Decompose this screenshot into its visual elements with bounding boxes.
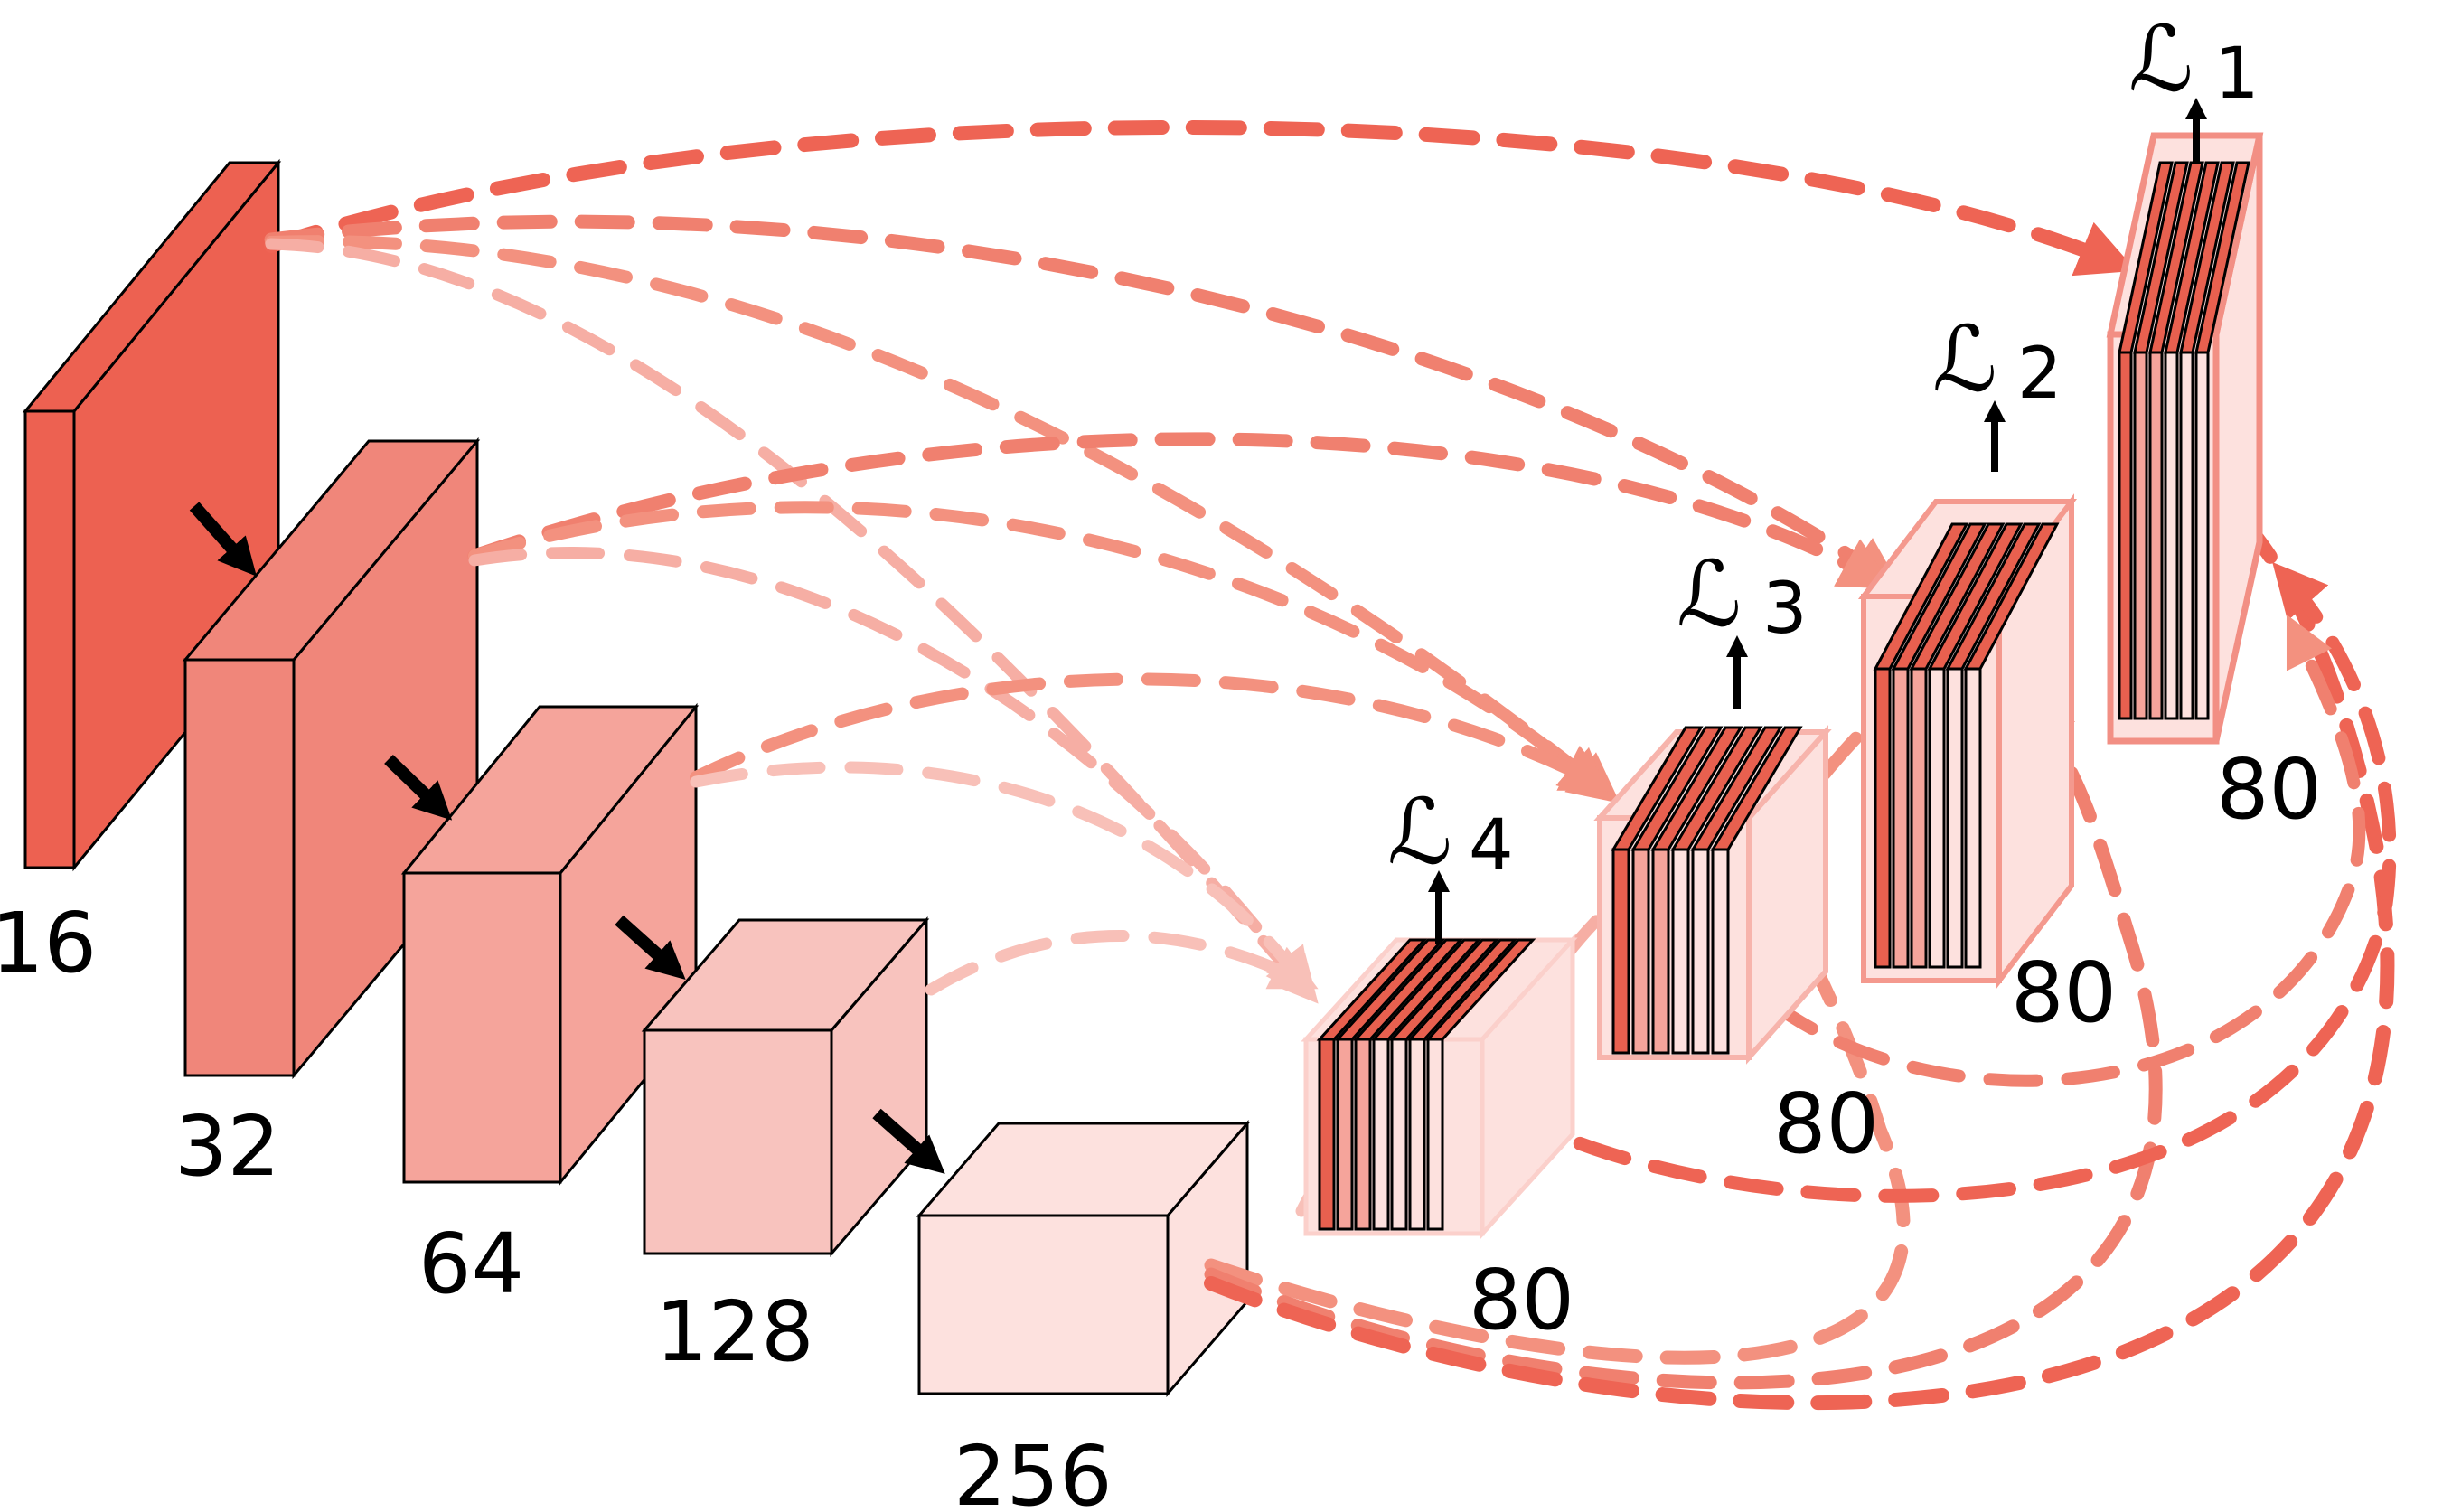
decoder-block-d3-slices-slice — [1691, 848, 1710, 1055]
decoder-d3-label: 80 — [1773, 1075, 1879, 1172]
skip-32-to-d3 — [468, 501, 1611, 800]
encoder-block-32-top — [182, 439, 481, 662]
loss-l3-symbol: ℒ — [1677, 541, 1742, 647]
decoder-block-d3-slices-slice — [1711, 848, 1730, 1055]
encoder-block-256-top — [916, 1122, 1251, 1217]
encoder-block-64 — [400, 702, 700, 1187]
decoder-block-d3 — [1593, 725, 1832, 1065]
arrow-down-right-icon — [872, 1108, 945, 1174]
decoder-block-d4-slices — [1316, 938, 1536, 1231]
skip-16-to-d2 — [264, 214, 1902, 591]
encoder-16-label: 16 — [0, 895, 97, 991]
decoder-d4-label: 80 — [1469, 1252, 1574, 1348]
arrow-down-right-icon — [384, 754, 453, 821]
skip-32-to-d2 — [467, 432, 1895, 589]
downsample-arrows — [189, 502, 945, 1174]
loss-l4-symbol: ℒ — [1387, 779, 1452, 885]
encoder-64-label: 64 — [418, 1216, 524, 1312]
decoder-block-d3-slices-slice — [1671, 848, 1690, 1055]
decoder-block-d2-slices-slice — [1946, 667, 1964, 969]
decoder-block-d4-slices-slice — [1318, 1038, 1336, 1231]
encoder-block-256-face — [917, 1214, 1170, 1395]
loss-l1: ℒ 1 — [2128, 6, 2259, 115]
encoder-block-256 — [916, 1119, 1251, 1398]
decoder-block-d4-slices-slice — [1354, 1038, 1372, 1231]
decoder-block-d3-slices-slice — [1651, 848, 1670, 1055]
decoder-block-d1-slices — [2118, 161, 2250, 720]
encoder-256-label: 256 — [954, 1428, 1113, 1512]
up-d3-to-d1 — [1711, 614, 2366, 1087]
decoder-block-d2-slices-slice — [1874, 667, 1892, 969]
skip-64-to-d3 — [690, 672, 1613, 792]
encoder-128-label: 128 — [655, 1283, 814, 1380]
decoder-d2-label: 80 — [2011, 944, 2117, 1041]
decoder-block-d2-slices-slice — [1892, 667, 1910, 969]
encoder-block-16-top — [22, 161, 282, 413]
loss-l4-index: 4 — [1469, 805, 1514, 887]
decoder-block-d1-slices-slice — [2118, 351, 2133, 720]
encoder-channel-labels: 16 32 64 128 256 — [0, 895, 1113, 1512]
skip-128-to-d4 — [925, 930, 1319, 996]
skip-256-to-d2 — [1204, 697, 2163, 1390]
encoder-block-16 — [22, 158, 282, 872]
encoder-block-128 — [641, 916, 930, 1258]
encoder-block-128-face — [643, 1028, 833, 1255]
decoder-block-d4-slices-slice — [1408, 1038, 1426, 1231]
decoder-block-d1 — [2106, 132, 2264, 745]
loss-l2-symbol: ℒ — [1932, 306, 1997, 412]
decoder-block-d4-slices-slice — [1390, 1038, 1408, 1231]
decoder-block-d3-slices-slice — [1611, 848, 1630, 1055]
encoder-block-64-top — [400, 705, 700, 875]
decoder-block-d1-slices-slice — [2148, 351, 2164, 720]
encoder-block-32-face — [183, 658, 296, 1077]
skip-16-to-d4 — [265, 238, 1319, 1004]
decoder-block-d2-slices — [1873, 522, 2060, 969]
loss-labels: ℒ 4 ℒ 3 ℒ 2 ℒ 1 — [1387, 6, 2259, 887]
decoder-channel-labels: 80 80 80 80 — [1469, 741, 2322, 1348]
loss-l3-index: 3 — [1762, 568, 1808, 650]
skip-16-to-d3 — [265, 235, 1621, 803]
decoder-block-d2-slices-slice — [1928, 667, 1946, 969]
loss-l1-symbol: ℒ — [2128, 6, 2194, 112]
decoder-block-d1-slices-slice — [2194, 351, 2210, 720]
loss-l1-index: 1 — [2214, 33, 2259, 115]
supervision-arrows — [1428, 98, 2207, 944]
decoder-d1-label: 80 — [2216, 741, 2322, 838]
skip-256-to-d1 — [1204, 477, 2395, 1411]
decoder-block-d4 — [1301, 934, 1578, 1240]
decoder-block-d2-slices-slice — [1964, 667, 1982, 969]
skip-64-to-d4 — [690, 761, 1313, 996]
loss-l3: ℒ 3 — [1677, 541, 1808, 650]
arrow-down-right-icon — [189, 502, 257, 577]
encoder-block-128-top — [641, 918, 930, 1032]
decoder-block-d1-slices-slice — [2133, 351, 2148, 720]
encoder-block-64-face — [402, 871, 562, 1184]
skip-16-to-d1 — [264, 119, 2137, 277]
decoder-block-d4-slices-slice — [1426, 1038, 1444, 1231]
decoder-block-d2-slices-slice — [1910, 667, 1928, 969]
decoder-block-d3-slices — [1611, 726, 1803, 1055]
decoder-block-d3-slices-slice — [1631, 848, 1650, 1055]
encoder-block-32 — [182, 437, 481, 1080]
arrow-down-right-icon — [615, 915, 686, 981]
encoder-block-16-face — [23, 409, 76, 869]
decoder-block-d4-slices-slice — [1336, 1038, 1354, 1231]
decoder-block-d1-slices-slice — [2179, 351, 2194, 720]
decoder-block-d4-slices-slice — [1372, 1038, 1390, 1231]
loss-l2: ℒ 2 — [1932, 306, 2062, 415]
encoder-32-label: 32 — [174, 1098, 280, 1195]
loss-l4: ℒ 4 — [1387, 779, 1514, 887]
decoder-block-d2 — [1857, 493, 2078, 989]
skip-256-to-d3 — [1204, 870, 1911, 1365]
loss-l2-index: 2 — [2017, 333, 2062, 415]
up-d4-to-d1 — [1502, 561, 2397, 1203]
decoder-block-d1-slices-slice — [2164, 351, 2179, 720]
skip-32-to-d4 — [468, 547, 1313, 1000]
